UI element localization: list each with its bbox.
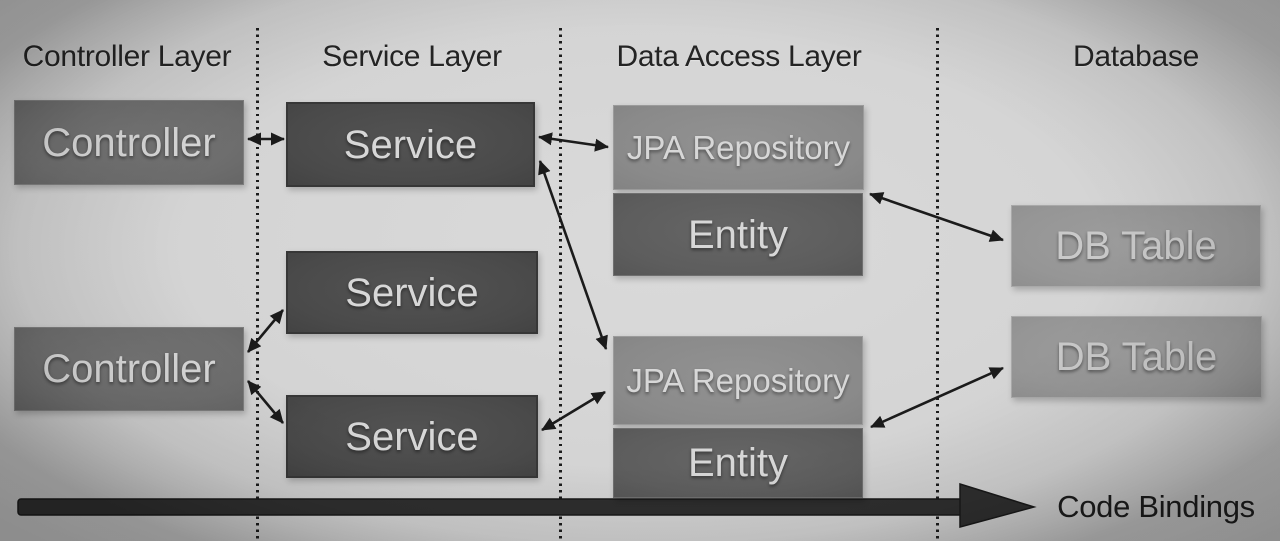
code-bindings-arrow-shaft bbox=[17, 498, 963, 516]
node-db-table-1: DB Table bbox=[1011, 205, 1261, 287]
node-service-3: Service bbox=[286, 395, 538, 478]
arrow-service1-jpa1 bbox=[538, 132, 609, 152]
arrow-entity2-dbtable2 bbox=[870, 366, 1004, 429]
node-service-2-label: Service bbox=[345, 270, 479, 315]
layer-separator-1 bbox=[256, 28, 259, 541]
code-bindings-label: Code Bindings bbox=[1057, 489, 1255, 524]
node-service-1: Service bbox=[286, 102, 535, 187]
layer-header-database: Database bbox=[1072, 40, 1200, 73]
node-jpa-repository-1-label: JPA Repository bbox=[626, 129, 851, 166]
arrow-service3-jpa2 bbox=[541, 390, 606, 432]
layer-separator-3 bbox=[936, 28, 939, 541]
node-entity-1: Entity bbox=[613, 193, 863, 276]
node-db-table-2-label: DB Table bbox=[1055, 335, 1218, 379]
node-db-table-2: DB Table bbox=[1011, 316, 1262, 398]
arrow-entity1-dbtable1 bbox=[869, 192, 1004, 242]
code-bindings-arrowhead bbox=[959, 482, 1037, 528]
node-service-3-label: Service bbox=[345, 414, 479, 459]
code-bindings-arrow bbox=[17, 482, 1037, 528]
node-entity-2-label: Entity bbox=[687, 441, 789, 485]
arrow-service1-jpa2 bbox=[538, 160, 608, 350]
node-entity-2: Entity bbox=[613, 428, 863, 498]
node-db-table-1-label: DB Table bbox=[1055, 224, 1217, 268]
node-entity-1-label: Entity bbox=[687, 212, 789, 257]
node-controller-2: Controller bbox=[14, 327, 244, 411]
node-service-1-label: Service bbox=[343, 122, 478, 167]
layer-header-controller: Controller Layer bbox=[22, 40, 232, 73]
arrow-controller2-service2 bbox=[247, 309, 284, 353]
node-controller-1-label: Controller bbox=[42, 120, 216, 165]
layer-header-data-access: Data Access Layer bbox=[616, 40, 862, 73]
layer-header-service: Service Layer bbox=[322, 40, 502, 73]
node-jpa-repository-2: JPA Repository bbox=[613, 336, 863, 425]
node-jpa-repository-2-label: JPA Repository bbox=[626, 362, 850, 399]
node-controller-2-label: Controller bbox=[42, 347, 216, 391]
node-controller-1: Controller bbox=[14, 100, 244, 185]
arrow-controller2-service3 bbox=[247, 380, 284, 424]
node-service-2: Service bbox=[286, 251, 538, 334]
node-jpa-repository-1: JPA Repository bbox=[613, 105, 864, 190]
